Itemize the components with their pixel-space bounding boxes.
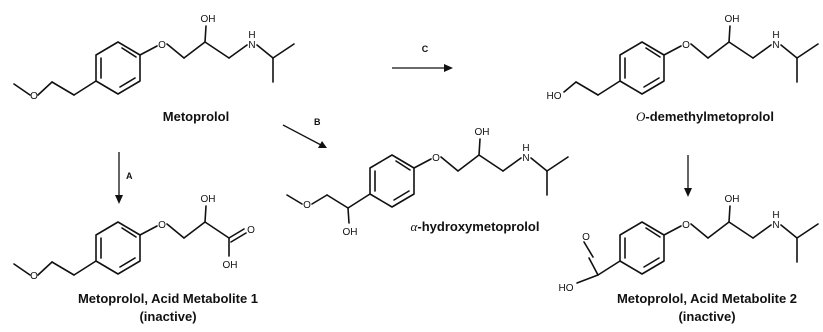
amine-h-label: H — [522, 143, 529, 154]
name-rest: -hydroxymetoprolol — [417, 219, 539, 234]
name-greek-alpha: α — [411, 219, 419, 234]
acid-metabolite-2-structure: O OH N H O HO — [559, 194, 819, 294]
arrow-c — [392, 64, 453, 72]
name-rest: -demethylmetoprolol — [645, 109, 774, 124]
metoprolol-structure: O OH N H O — [13, 14, 295, 102]
acid-metabolite-2-name: Metoprolol, Acid Metabolite 2 — [617, 291, 797, 306]
arrow-b — [282, 124, 327, 148]
acid-ho-label: HO — [559, 283, 574, 294]
step-b-label: B — [314, 117, 321, 127]
carbonyl-oxygen-label: O — [582, 232, 590, 243]
name-italic-o: O — [636, 109, 646, 124]
alpha-hydroxymetoprolol-structure: O OH N H OH O — [286, 127, 569, 238]
phenolic-ho-label: HO — [547, 91, 562, 102]
acid-metabolite-1-note: (inactive) — [139, 309, 196, 324]
hydroxyl-label: OH — [725, 194, 740, 205]
amine-n-label: N — [522, 153, 529, 164]
amine-n-label: N — [248, 40, 255, 51]
ether-oxygen-label: O — [682, 220, 690, 231]
ether-oxygen-label: O — [158, 220, 166, 231]
amine-n-label: N — [772, 40, 779, 51]
amine-h-label: H — [772, 30, 779, 41]
step-c-label: C — [422, 44, 429, 54]
acid-metabolite-1-name: Metoprolol, Acid Metabolite 1 — [78, 291, 258, 306]
o-demethylmetoprolol-name: O-demethylmetoprolol — [636, 109, 774, 124]
hydroxyl-label: OH — [475, 127, 490, 138]
arrow-d — [684, 155, 692, 197]
ether-oxygen-label: O — [432, 153, 440, 164]
carbonyl-oxygen-label: O — [247, 225, 255, 236]
amine-h-label: H — [772, 210, 779, 221]
hydroxyl-label: OH — [201, 194, 216, 205]
metoprolol-name: Metoprolol — [163, 109, 229, 124]
methoxy-oxygen-label: O — [30, 91, 38, 102]
amine-n-label: N — [772, 220, 779, 231]
alpha-hydroxymetoprolol-name: α-hydroxymetoprolol — [411, 219, 540, 234]
step-a-label: A — [126, 171, 133, 181]
methoxy-oxygen-label: O — [303, 200, 311, 211]
hydroxyl-label: OH — [725, 14, 740, 25]
acid-metabolite-2-note: (inactive) — [678, 309, 735, 324]
amine-h-label: H — [248, 30, 255, 41]
o-demethylmetoprolol-structure: O OH N H HO — [547, 14, 819, 102]
arrow-a — [115, 152, 123, 204]
ether-oxygen-label: O — [158, 40, 166, 51]
alpha-hydroxyl-label: OH — [343, 227, 358, 238]
methoxy-oxygen-label: O — [30, 271, 38, 282]
acid-metabolite-1-structure: O OH O OH O — [13, 194, 255, 282]
acid-hydroxyl-label: OH — [223, 260, 238, 271]
hydroxyl-label: OH — [201, 14, 216, 25]
ether-oxygen-label: O — [682, 40, 690, 51]
